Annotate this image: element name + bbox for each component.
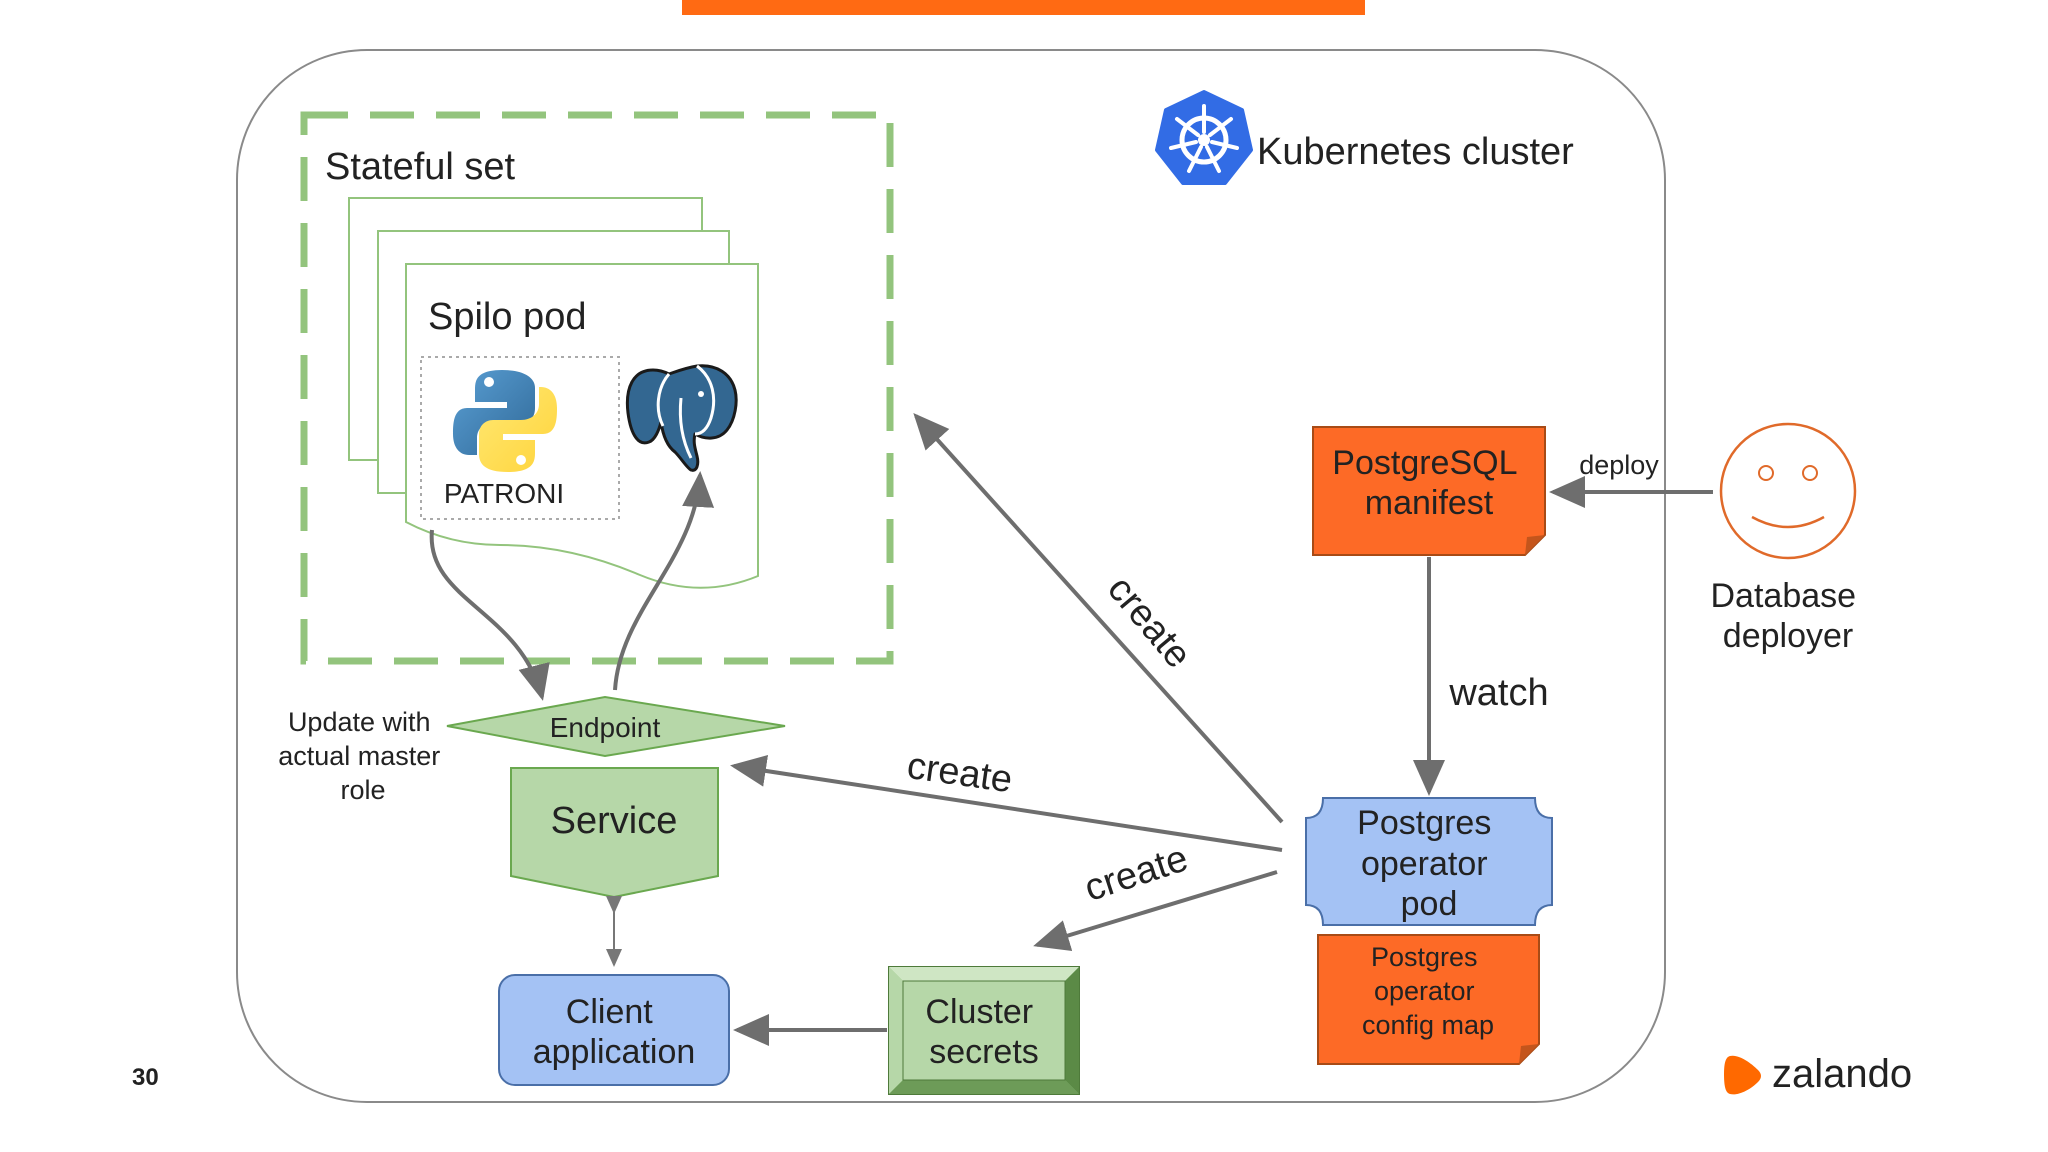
- statefulset-boundary: [300, 111, 894, 665]
- configmap-line-1: Postgres: [1371, 942, 1478, 972]
- database-deployer-label: Database deployer: [1711, 577, 1866, 655]
- operator-line-2: operator: [1361, 845, 1488, 883]
- operator-line-3: pod: [1401, 885, 1458, 923]
- zalando-logo-label: zalando: [1772, 1052, 1912, 1096]
- endpoint-note-line-2: actual master: [278, 741, 440, 771]
- endpoint-node: [446, 695, 786, 758]
- client-line-1: Client: [566, 993, 653, 1031]
- create-secrets-arrow: [1033, 870, 1278, 951]
- create-statefulset-arrow: [913, 413, 1284, 824]
- watch-label: watch: [1448, 672, 1548, 714]
- client-application-node: [498, 974, 730, 1086]
- top-accent-bar: [682, 0, 1365, 15]
- operator-config-map-label: Postgres operator config map: [1362, 942, 1494, 1040]
- deployer-line-2: deployer: [1723, 617, 1853, 655]
- configmap-line-2: operator: [1374, 976, 1475, 1006]
- zalando-logo-icon: [1724, 1055, 1761, 1095]
- spilo-pod-label: Spilo pod: [428, 296, 586, 338]
- client-line-2: application: [533, 1033, 696, 1071]
- python-logo-icon: [453, 370, 557, 472]
- postgres-operator-pod-node: [1305, 797, 1553, 926]
- client-application-label: Client application: [533, 993, 696, 1071]
- service-label: Service: [551, 800, 678, 842]
- pod-stack: [348, 197, 759, 589]
- endpoint-note: Update with actual master role: [278, 707, 448, 805]
- configmap-line-3: config map: [1362, 1010, 1494, 1040]
- manifest-line-2: manifest: [1365, 484, 1494, 522]
- postgresql-manifest-label: PostgreSQL manifest: [1332, 444, 1525, 522]
- smiley-face-icon: [1719, 422, 1857, 560]
- endpoint-note-line-3: role: [340, 775, 385, 805]
- deployer-line-1: Database: [1711, 577, 1857, 615]
- postgresql-elephant-icon: [625, 364, 738, 472]
- kubernetes-cluster-label: Kubernetes cluster: [1257, 131, 1574, 173]
- patroni-label: PATRONI: [444, 478, 564, 509]
- kubernetes-helm-icon: [1155, 90, 1253, 185]
- spilo-pod-card: [405, 263, 759, 589]
- create-service-arrow: [730, 755, 1283, 852]
- endpoint-to-postgres-arrow: [613, 471, 715, 691]
- manifest-line-1: PostgreSQL: [1332, 444, 1516, 482]
- secrets-line-2: secrets: [929, 1033, 1039, 1071]
- secrets-line-1: Cluster: [925, 993, 1033, 1031]
- endpoint-label: Endpoint: [550, 712, 661, 743]
- cluster-secrets-label: Cluster secrets: [925, 993, 1042, 1071]
- operator-config-map-node: [1317, 934, 1540, 1065]
- service-node: [510, 767, 719, 899]
- patroni-to-endpoint-arrow: [429, 529, 550, 701]
- deploy-label: deploy: [1579, 450, 1659, 480]
- postgres-operator-pod-label: Postgres operator pod: [1357, 804, 1501, 923]
- postgresql-manifest-node: [1312, 426, 1546, 556]
- patroni-box: [420, 356, 620, 520]
- cluster-secrets-node: [888, 966, 1080, 1095]
- statefulset-label: Stateful set: [325, 146, 516, 188]
- endpoint-note-line-1: Update with: [288, 707, 431, 737]
- operator-line-1: Postgres: [1357, 804, 1491, 842]
- page-number: 30: [132, 1064, 159, 1091]
